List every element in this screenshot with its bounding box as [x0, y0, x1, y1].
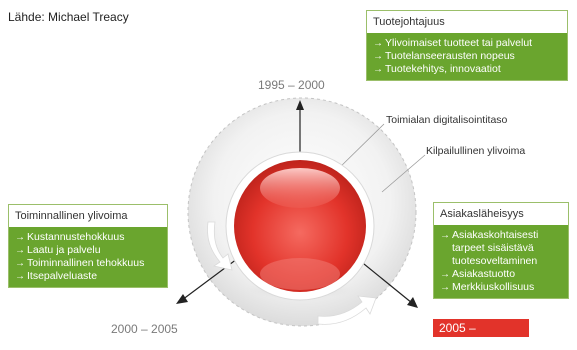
pointer-digitalization — [334, 123, 385, 173]
list-item: →Ylivoimaiset tuotteet tai palvelut — [373, 37, 561, 50]
list-item: →Tuotekehitys, innovaatiot — [373, 63, 561, 76]
list-item-text: Asiakastuotto — [452, 268, 516, 280]
rotation-arrow-right — [317, 295, 377, 325]
panel-operational-excellence: Toiminnallinen ylivoima →Kustannustehokk… — [8, 204, 168, 288]
list-item-text: Tuotekehitys, innovaatiot — [385, 63, 501, 75]
list-item: →Tuotelanseerausten nopeus — [373, 50, 561, 63]
year-label-left: 2000 – 2005 — [111, 322, 178, 336]
year-label-right: 2005 – — [433, 319, 529, 337]
list-item: →Merkkiuskollisuus — [440, 281, 562, 294]
panel-list: →Asiakaskohtaisesti tarpeet sisäistävä t… — [434, 225, 568, 298]
list-item-text: Laatu ja palvelu — [27, 244, 101, 256]
sphere-highlight-bottom — [260, 258, 340, 290]
sphere-highlight-top — [260, 168, 340, 208]
arrow-right-icon: → — [373, 38, 383, 49]
label-digitalization: Toimialan digitalisointitaso — [386, 114, 508, 126]
list-item-text: Asiakaskohtaisesti tarpeet sisäistävä tu… — [452, 229, 539, 267]
panel-title: Asiakasläheisyys — [440, 208, 524, 220]
arrow-right-icon: → — [15, 258, 25, 269]
list-item: →Asiakaskohtaisesti tarpeet sisäistävä t… — [440, 229, 562, 268]
list-item-text: Tuotelanseerausten nopeus — [385, 50, 515, 62]
list-item: →Itsepalveluaste — [15, 270, 161, 283]
pointer-competitive — [381, 154, 426, 193]
year-label-top: 1995 – 2000 — [258, 78, 325, 92]
panel-title: Tuotejohtajuus — [373, 16, 445, 28]
list-item-text: Ylivoimaiset tuotteet tai palvelut — [385, 37, 533, 49]
list-item: →Laatu ja palvelu — [15, 244, 161, 257]
arrow-right-icon: → — [15, 232, 25, 243]
panel-product-leadership: Tuotejohtajuus →Ylivoimaiset tuotteet ta… — [366, 10, 568, 81]
axis-right-arrowhead — [407, 297, 418, 308]
label-competitive: Kilpailullinen ylivoima — [426, 145, 526, 157]
dashed-orbit — [187, 97, 417, 327]
list-item-text: Itsepalveluaste — [27, 270, 98, 282]
arrow-right-icon: → — [440, 282, 450, 293]
arrow-right-icon: → — [15, 271, 25, 282]
list-item-text: Kustannustehokkuus — [27, 231, 125, 243]
list-item: →Kustannustehokkuus — [15, 231, 161, 244]
arrow-right-icon: → — [373, 64, 383, 75]
list-item-text: Merkkiuskollisuus — [452, 281, 535, 293]
arrow-right-icon: → — [15, 245, 25, 256]
list-item: →Toiminnallinen tehokkuus — [15, 257, 161, 270]
arrow-right-icon: → — [440, 230, 450, 241]
panel-customer-intimacy: Asiakasläheisyys →Asiakaskohtaisesti tar… — [433, 202, 569, 299]
source-credit: Lähde: Michael Treacy — [8, 10, 129, 24]
axis-top-arrowhead — [296, 100, 304, 110]
rotation-arrow-left — [207, 221, 233, 271]
list-item-text: Toiminnallinen tehokkuus — [27, 257, 145, 269]
list-item: →Asiakastuotto — [440, 268, 562, 281]
arrow-right-icon: → — [373, 51, 383, 62]
axis-left-arrowhead — [176, 294, 188, 304]
arrow-right-icon: → — [440, 269, 450, 280]
panel-list: →Ylivoimaiset tuotteet tai palvelut →Tuo… — [367, 33, 567, 80]
panel-title: Toiminnallinen ylivoima — [15, 210, 128, 222]
panel-list: →Kustannustehokkuus →Laatu ja palvelu →T… — [9, 227, 167, 287]
